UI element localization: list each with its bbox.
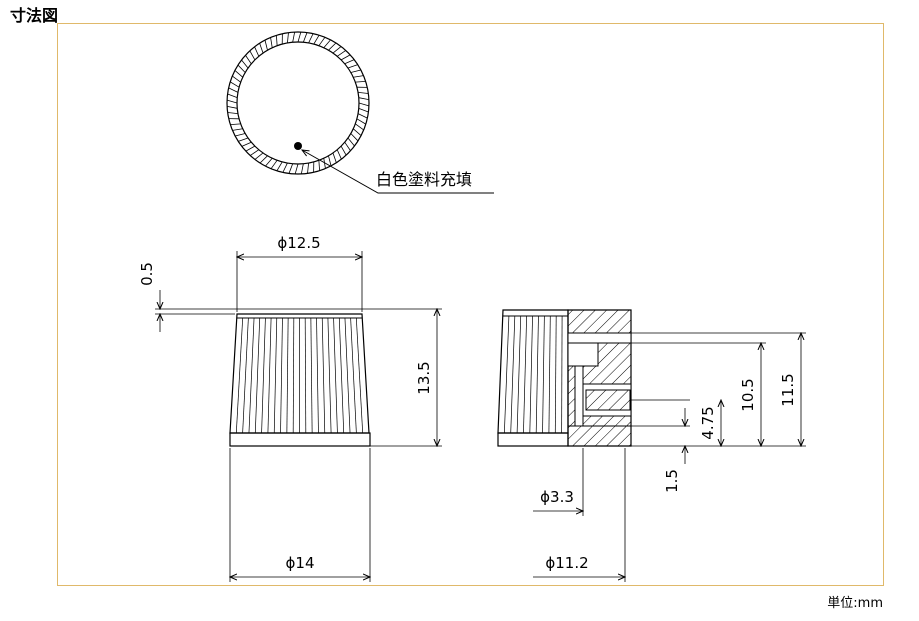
dim-bore-depth: 10.5: [739, 378, 757, 411]
front-view: ϕ12.5 0.5 13.5 ϕ14: [138, 234, 442, 582]
section-view: 11.5 10.5 4.75 1.5 ϕ3.3 ϕ11.2: [497, 309, 806, 582]
drawing-frame: [57, 23, 884, 586]
section-flutes: [504, 315, 563, 434]
unit-label: 単位:mm: [827, 596, 883, 611]
front-flutes: [235, 317, 364, 434]
dim-shaft-diameter: ϕ3.3: [540, 488, 574, 506]
dim-base-diameter: ϕ14: [286, 554, 315, 572]
annotation-label: 白色塗料充填: [376, 170, 472, 189]
leader-line: [302, 150, 494, 194]
indicator-dot: [294, 142, 302, 150]
knob-skirt: [229, 432, 371, 447]
top-view: 白色塗料充填: [226, 31, 494, 194]
dim-total-height: 11.5: [779, 373, 797, 406]
dim-top-diameter: ϕ12.5: [277, 234, 320, 252]
dim-step: 0.5: [138, 262, 156, 286]
dim-set-screw: 4.75: [699, 406, 717, 439]
set-screw: [585, 389, 631, 411]
knurl-ring: [226, 31, 370, 175]
page-title: 寸法図: [10, 6, 59, 25]
dim-bottom-offset: 1.5: [663, 469, 681, 493]
dim-height: 13.5: [415, 361, 433, 394]
outer-circle: [226, 31, 370, 175]
dim-bore-diameter: ϕ11.2: [545, 554, 588, 572]
